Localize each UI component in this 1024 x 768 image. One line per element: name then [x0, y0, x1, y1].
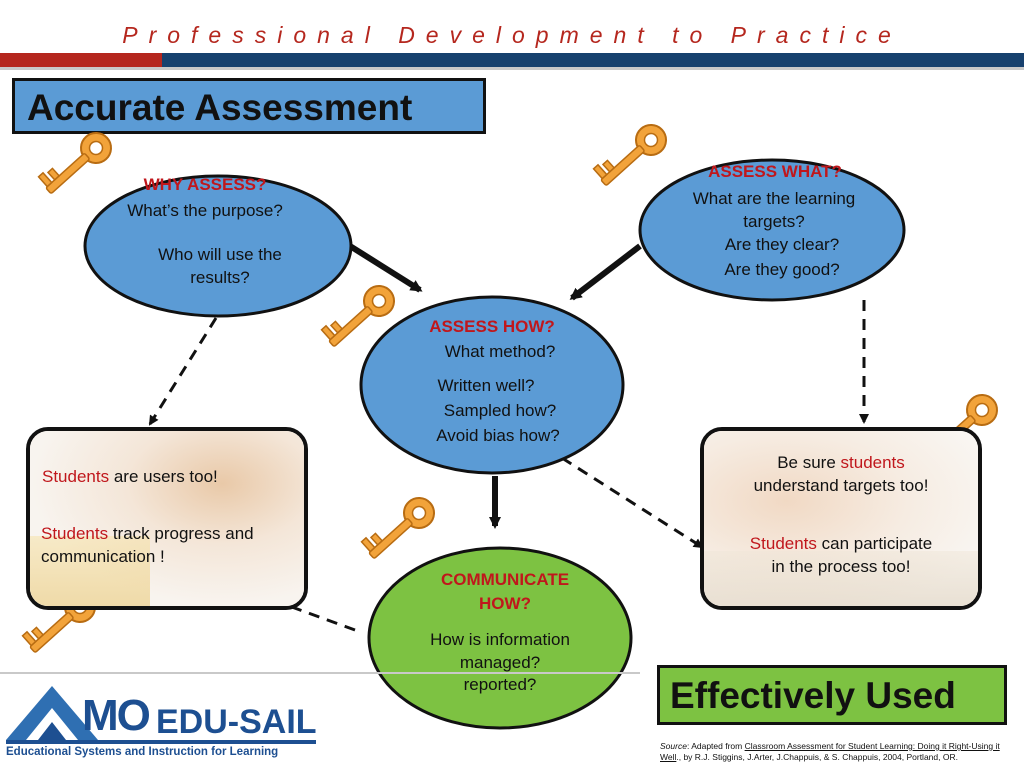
be-sure-line: Be sure students: [704, 451, 978, 474]
assess-how-line: What method?: [444, 342, 556, 361]
source-text: ., by R.J. Stiggins, J.Arter, J.Chappuis…: [676, 752, 958, 762]
key-icon: [36, 124, 119, 203]
students-users-card: Students are users too! Students track p…: [26, 427, 308, 610]
mo-edu-sail-logo: MO EDU-SAIL Educational Systems and Inst…: [4, 680, 324, 765]
source-text: : Adapted from: [686, 741, 745, 751]
participate-line: Students can participate: [704, 532, 978, 555]
assess-what-line: targets?: [743, 212, 805, 231]
assess-how-line: Sampled how?: [443, 401, 557, 420]
line-text: track progress and: [108, 524, 254, 543]
header-title: Professional Development to Practice: [122, 22, 902, 48]
students-label: Students: [749, 534, 817, 553]
assess-what-heading: ASSESS WHAT?: [708, 162, 842, 181]
students-participate-card: Be sure students understand targets too!…: [700, 427, 982, 610]
students-label: Students: [41, 524, 109, 543]
footer-divider: [0, 672, 640, 674]
assess-what-line: Are they clear?: [724, 235, 840, 254]
line-text: Be sure: [777, 453, 841, 472]
header-band-red: [0, 53, 162, 67]
key-icon: [359, 489, 442, 568]
line-text: are users too!: [109, 467, 218, 486]
why-assess-line: results?: [190, 268, 250, 287]
students-track-line: Students track progress and: [41, 522, 303, 545]
process-line: in the process too!: [771, 557, 911, 576]
slide-title-box: Accurate Assessment: [12, 78, 486, 134]
why-assess-ellipse: [83, 174, 353, 318]
communicate-line: reported?: [463, 675, 537, 694]
students-users-line: Students are users too!: [42, 465, 302, 488]
communicate-heading: HOW?: [479, 594, 531, 613]
slide-title: Accurate Assessment: [27, 87, 413, 128]
source-label: Source: [660, 741, 687, 751]
logo-tagline: Educational Systems and Instruction for …: [6, 746, 279, 758]
header-band-blue: [162, 53, 1024, 67]
assess-how-line: Avoid bias how?: [436, 426, 560, 445]
logo-mo: MO: [82, 691, 151, 740]
source-book-link[interactable]: Classroom Assessment for Student Learnin…: [660, 741, 1000, 762]
assess-how-line: Written well?: [437, 376, 535, 395]
logo-rule: [6, 740, 316, 744]
assess-what-line: What are the learning: [692, 189, 856, 208]
understand-targets-line: understand targets too!: [753, 476, 929, 495]
key-icon: [591, 116, 674, 195]
assess-how-ellipse: [359, 295, 625, 475]
communicate-how-ellipse: [367, 546, 633, 730]
source-citation: Source: Adapted from Classroom Assessmen…: [660, 741, 1015, 763]
communicate-heading: COMMUNICATE: [440, 570, 570, 589]
why-assess-line: What’s the purpose?: [127, 201, 283, 220]
student-photo: [30, 431, 304, 606]
arrow-why-to-how: [348, 243, 423, 293]
line-text: can participate: [816, 534, 933, 553]
communicate-line: How is information: [430, 630, 570, 649]
communication-line: communication !: [41, 547, 165, 566]
arrow-what-to-how: [569, 243, 642, 301]
reading-students-photo: [704, 431, 978, 606]
dashed-arrow-how-to-students: [561, 456, 704, 549]
effectively-used-label: Effectively Used: [670, 675, 956, 716]
students-label: Students: [42, 467, 110, 486]
why-assess-line: Who will use the: [158, 245, 282, 264]
students-label: students: [840, 453, 905, 472]
logo-edusail: EDU-SAIL: [156, 703, 317, 741]
assess-how-heading: ASSESS HOW?: [429, 317, 555, 336]
logo-mountain-icon: [6, 686, 98, 740]
header-band-shadow: [0, 67, 1024, 70]
assess-what-ellipse: [638, 158, 906, 302]
communicate-line: managed?: [459, 653, 541, 672]
why-assess-heading: WHY ASSESS?: [143, 175, 267, 194]
dashed-arrow-why-to-students: [148, 317, 218, 426]
effectively-used-box: Effectively Used: [657, 665, 1007, 725]
assess-what-line: Are they good?: [724, 260, 840, 279]
